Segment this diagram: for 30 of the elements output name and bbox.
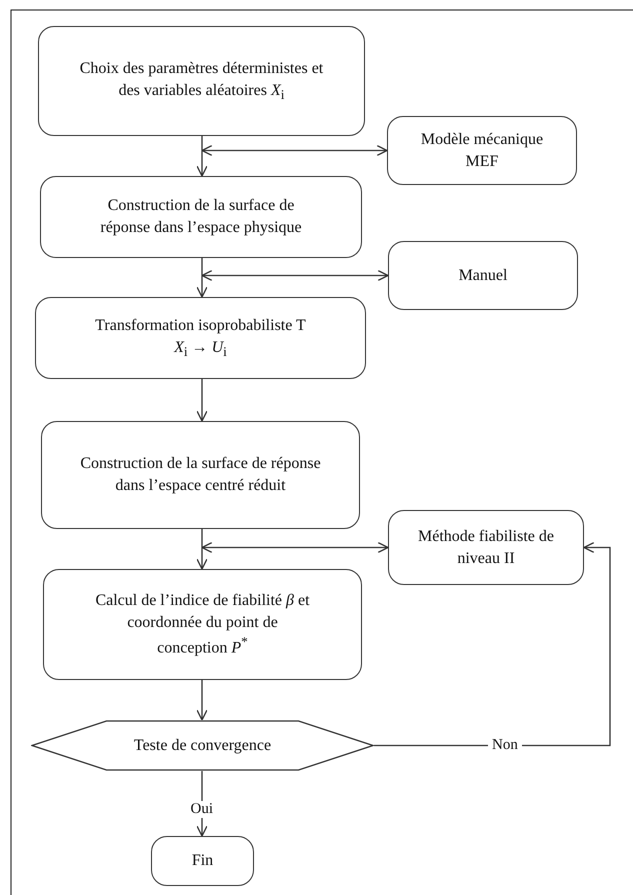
node-text: X$_{i}$ → U$_{i}$: [174, 338, 227, 361]
process-box: [387, 116, 577, 185]
arrow: [196, 680, 208, 721]
node-text: Construction de la surface de réponse dans l’espace physique: [99, 196, 303, 238]
process-box: [151, 836, 254, 886]
arrow: [201, 270, 389, 282]
node-text: Méthode fiabiliste de niveau II: [417, 526, 555, 568]
process-box: [388, 241, 578, 310]
process-box: [35, 297, 366, 379]
arrow: [196, 529, 208, 570]
process-box: [43, 569, 362, 680]
arrow: [196, 136, 208, 177]
node-text: Manuel: [458, 266, 508, 286]
process-box: [41, 421, 360, 529]
decision-hexagon: [31, 720, 374, 771]
arrow: [374, 542, 611, 746]
node-text: Teste de convergence: [134, 736, 272, 756]
node-text: Modèle mécanique MEF: [420, 130, 544, 172]
arrow: [196, 258, 208, 298]
arrow: [196, 379, 208, 422]
process-box: [38, 26, 365, 136]
node-text: Calcul de l’indice de fiabilité β et coordonnée du point de conception P$^{*}$: [95, 590, 310, 658]
arrow: [201, 144, 388, 156]
node-text: Construction de la surface de réponse dans l’espace centré réduit: [79, 454, 322, 496]
node-text: Transformation isoprobabiliste T: [95, 316, 306, 336]
process-box: [388, 510, 584, 585]
node-text: Choix des paramètres déterministes et des variables aléatoires X$_{i}$: [78, 59, 324, 104]
process-box: [40, 176, 362, 258]
arrow: [201, 542, 389, 554]
node-text: Fin: [192, 851, 214, 872]
